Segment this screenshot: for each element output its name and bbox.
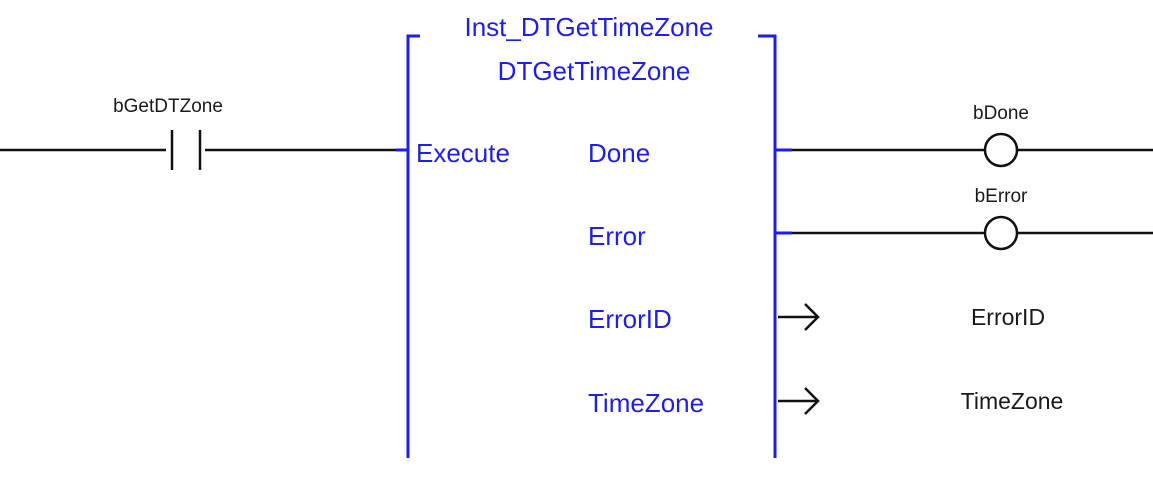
errorid-variable-label[interactable]: ErrorID	[971, 304, 1045, 330]
timezone-arrow-icon	[778, 387, 820, 415]
pin-done-label: Done	[588, 138, 650, 168]
pin-errorid-label: ErrorID	[588, 304, 672, 334]
coil-bdone[interactable]	[983, 132, 1019, 168]
coil-bdone-label: bDone	[973, 103, 1029, 124]
block-instance-name: Inst_DTGetTimeZone	[464, 12, 713, 42]
contact-bgetdtzone[interactable]	[170, 130, 202, 170]
pin-error-label: Error	[588, 221, 646, 251]
coil-berror[interactable]	[983, 215, 1019, 251]
errorid-arrow-icon	[778, 303, 820, 331]
coil-berror-label: bError	[975, 186, 1028, 207]
pin-execute-label: Execute	[416, 138, 510, 168]
block-type-name: DTGetTimeZone	[498, 56, 691, 86]
timezone-variable-label[interactable]: TimeZone	[961, 388, 1064, 414]
function-block-outline	[406, 34, 777, 458]
contact-variable-label: bGetDTZone	[113, 96, 223, 117]
pin-timezone-label: TimeZone	[588, 388, 704, 418]
